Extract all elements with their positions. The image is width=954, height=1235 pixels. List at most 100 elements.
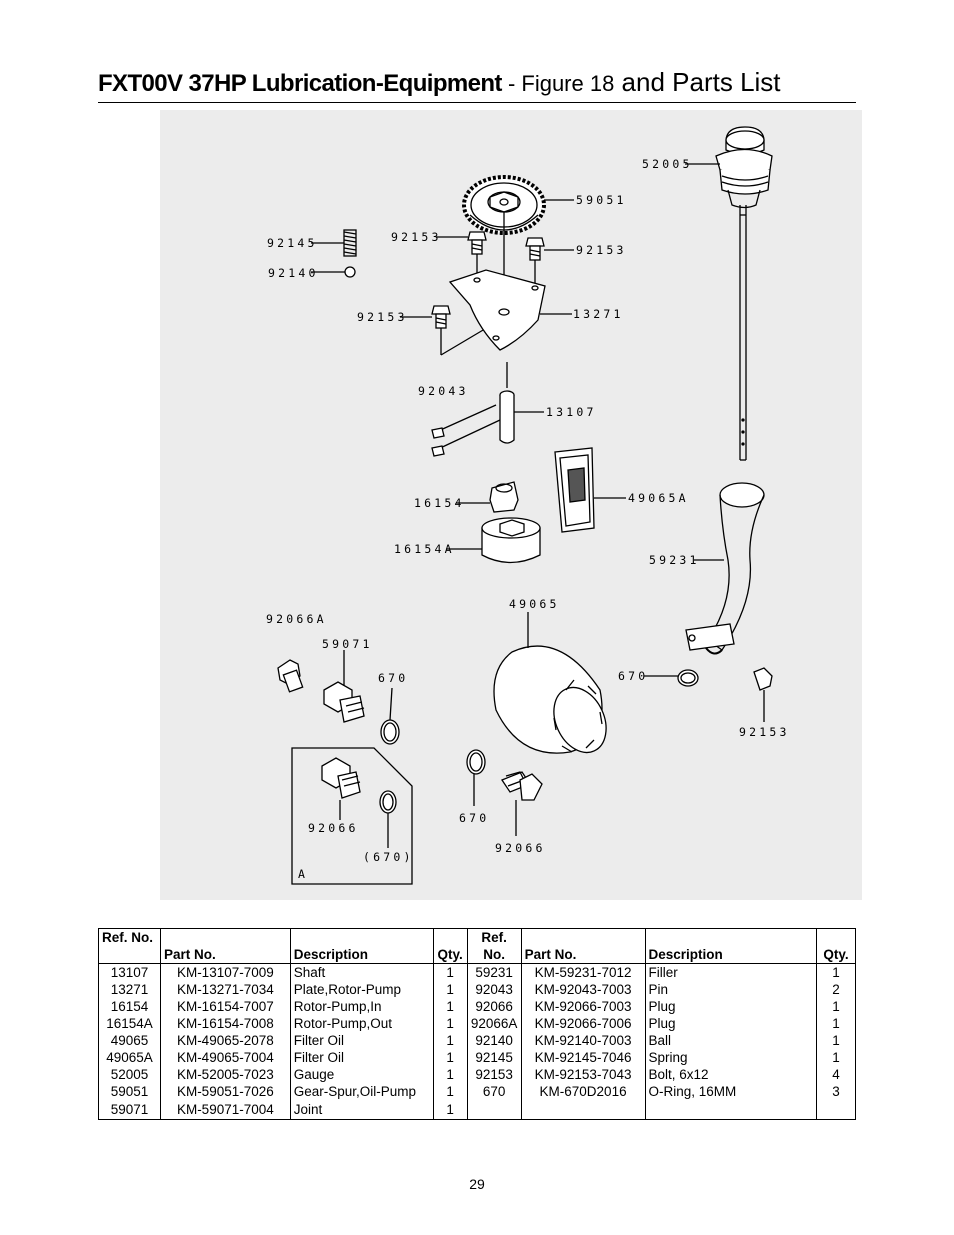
- cell-desc2: Bolt, 6x12: [644, 1066, 817, 1083]
- cell-ref: 52005: [98, 1066, 161, 1083]
- cell-ref2: 92066: [466, 998, 522, 1015]
- cell-qty: 1: [432, 1015, 468, 1032]
- cell-ref: 13271: [98, 981, 161, 998]
- cell-desc2: Ball: [644, 1032, 817, 1049]
- callout-92066-b: 92066: [495, 841, 546, 855]
- cell-desc: Filter Oil: [289, 1032, 434, 1049]
- cell-desc: Rotor-Pump,In: [289, 998, 434, 1015]
- header-qty: Qty.: [432, 928, 468, 964]
- table-row: 59051 KM-59051-7026 Gear-Spur,Oil-Pump 1…: [98, 1083, 856, 1100]
- callout-16154: 16154: [414, 496, 465, 510]
- callout-92066a: 92066A: [266, 612, 327, 626]
- cell-part2: KM-59231-7012: [520, 963, 646, 981]
- cell-desc2: Pin: [644, 981, 817, 998]
- cell-part2: [520, 1100, 646, 1120]
- cell-part: KM-59071-7004: [159, 1100, 291, 1120]
- leader-lines: [311, 163, 724, 677]
- cell-ref: 13107: [98, 963, 161, 981]
- cell-part2: KM-92140-7003: [520, 1032, 646, 1049]
- header-ref-no: Ref. No.: [98, 928, 161, 964]
- cell-qty2: 1: [816, 963, 856, 981]
- cell-qty: 1: [432, 981, 468, 998]
- dipstick-gauge-illustration: [715, 126, 773, 461]
- callout-92153-c: 92153: [357, 310, 408, 324]
- page-number: 29: [469, 1176, 485, 1192]
- cell-part: KM-49065-7004: [159, 1049, 291, 1066]
- cell-qty2: 1: [816, 998, 856, 1015]
- cell-ref: 59071: [98, 1100, 161, 1120]
- cell-part: KM-13271-7034: [159, 981, 291, 998]
- header-description: Description: [289, 928, 434, 964]
- table-row: 16154A KM-16154-7008 Rotor-Pump,Out 1 92…: [98, 1015, 856, 1032]
- cell-qty2: 1: [816, 1032, 856, 1049]
- header-part-no-2: Part No.: [520, 928, 646, 964]
- spring-ball-illustration: [343, 229, 357, 278]
- cell-desc2: Plug: [644, 998, 817, 1015]
- title-bold: FXT00V 37HP Lubrication-Equipment: [98, 70, 502, 97]
- cell-part2: KM-92066-7003: [520, 998, 646, 1015]
- callout-670-paren: (670): [363, 850, 414, 864]
- callout-52005: 52005: [642, 157, 693, 171]
- table-row: 49065 KM-49065-2078 Filter Oil 1 92140 K…: [98, 1032, 856, 1049]
- table-row: 49065A KM-49065-7004 Filter Oil 1 92145 …: [98, 1049, 856, 1066]
- cell-part: KM-13107-7009: [159, 963, 291, 981]
- callout-49065: 49065: [509, 597, 560, 611]
- cell-desc: Joint: [289, 1100, 434, 1120]
- cell-qty: 1: [432, 1083, 468, 1100]
- cell-qty2: [816, 1100, 856, 1120]
- callout-670-c: 670: [459, 811, 489, 825]
- cell-ref: 16154: [98, 998, 161, 1015]
- cell-part2: KM-92153-7043: [520, 1066, 646, 1083]
- cell-part2: KM-92043-7003: [520, 981, 646, 998]
- callout-92043: 92043: [418, 384, 469, 398]
- cell-ref2: 92043: [466, 981, 522, 998]
- cell-desc2: Plug: [644, 1015, 817, 1032]
- table-row: 13271 KM-13271-7034 Plate,Rotor-Pump 1 9…: [98, 981, 856, 998]
- cell-desc2: Spring: [644, 1049, 817, 1066]
- cell-qty2: 4: [816, 1066, 856, 1083]
- filler-tube-illustration: [677, 482, 773, 722]
- cell-desc: Rotor-Pump,Out: [289, 1015, 434, 1032]
- title-parts-list: and Parts List: [614, 67, 781, 97]
- callout-16154a: 16154A: [394, 542, 455, 556]
- cell-part2: KM-670D2016: [520, 1083, 646, 1100]
- shaft-pins-illustration: [431, 362, 515, 457]
- cell-desc2: [644, 1100, 817, 1120]
- cell-desc: Gear-Spur,Oil-Pump: [289, 1083, 434, 1100]
- drain-plug-illustration: [466, 749, 543, 836]
- cell-qty: 1: [432, 998, 468, 1015]
- cell-ref: 49065: [98, 1032, 161, 1049]
- cell-ref2: [466, 1100, 522, 1120]
- callout-59051: 59051: [576, 193, 627, 207]
- cell-part: KM-16154-7008: [159, 1015, 291, 1032]
- cell-desc2: O-Ring, 16MM: [644, 1083, 817, 1100]
- cell-qty: 1: [432, 1032, 468, 1049]
- header-description-2: Description: [644, 928, 817, 964]
- table-row: 13107 KM-13107-7009 Shaft 1 59231 KM-592…: [98, 963, 856, 981]
- cell-qty: 1: [432, 1100, 468, 1120]
- callout-inset-a: A: [298, 867, 308, 881]
- cell-ref2: 92145: [466, 1049, 522, 1066]
- cell-qty: 1: [432, 1049, 468, 1066]
- cell-qty: 1: [432, 963, 468, 981]
- table-row: 16154 KM-16154-7007 Rotor-Pump,In 1 9206…: [98, 998, 856, 1015]
- header-part-no: Part No.: [159, 928, 291, 964]
- cell-desc: Gauge: [289, 1066, 434, 1083]
- callout-92153-d: 92153: [739, 725, 790, 739]
- cell-desc: Shaft: [289, 963, 434, 981]
- cell-qty2: 1: [816, 1015, 856, 1032]
- callout-92066-a: 92066: [308, 821, 359, 835]
- cell-ref2: 92066A: [466, 1015, 522, 1032]
- title-figure: - Figure 18: [501, 71, 615, 96]
- exploded-parts-diagram: 52005 59051 92145 92140 92153 92153 9215…: [266, 126, 790, 885]
- table-row: 59071 KM-59071-7004 Joint 1: [98, 1100, 856, 1120]
- cell-qty2: 2: [816, 981, 856, 998]
- oil-filter-illustration: [493, 612, 607, 754]
- callout-670-b: 670: [618, 669, 648, 683]
- cell-ref: 16154A: [98, 1015, 161, 1032]
- cell-ref: 49065A: [98, 1049, 161, 1066]
- cell-ref2: 670: [466, 1083, 522, 1100]
- oil-filter-element-illustration: [554, 447, 595, 533]
- callout-13271: 13271: [573, 307, 624, 321]
- header-ref-no-2-line1: Ref.: [481, 930, 507, 945]
